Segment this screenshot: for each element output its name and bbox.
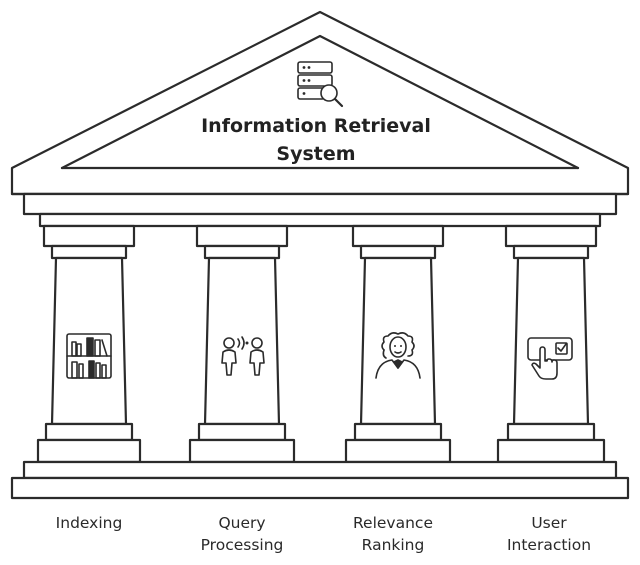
pillar-label-query-processing: Query Processing bbox=[167, 512, 317, 556]
touch-checkbox-icon bbox=[527, 337, 573, 380]
pillar-label-line2: Ranking bbox=[361, 536, 425, 554]
pillar-label-line1: Query bbox=[218, 514, 266, 532]
pillar-label-line1: Relevance bbox=[352, 514, 433, 532]
entablature bbox=[22, 192, 618, 228]
pediment bbox=[10, 10, 630, 196]
diagram-title-line2: System bbox=[276, 143, 355, 165]
pillar-label-line2: Interaction bbox=[506, 536, 592, 554]
pillar-label-indexing: Indexing bbox=[14, 512, 164, 534]
column-user-interaction bbox=[496, 224, 606, 464]
server-search-icon bbox=[297, 61, 344, 108]
diagram-title-line1: Information Retrieval bbox=[201, 115, 431, 137]
people-talking-icon bbox=[221, 336, 265, 376]
pillar-label-relevance-ranking: Relevance Ranking bbox=[318, 512, 468, 556]
pillar-label-user-interaction: User Interaction bbox=[474, 512, 624, 556]
bookshelf-icon bbox=[66, 333, 112, 379]
judge-icon bbox=[375, 332, 421, 379]
temple-base bbox=[10, 460, 630, 500]
pillar-label-line2: Processing bbox=[200, 536, 284, 554]
pillar-label-line1: User bbox=[531, 514, 567, 532]
pillar-label-line1: Indexing bbox=[55, 514, 123, 532]
column-query-processing bbox=[188, 224, 296, 464]
